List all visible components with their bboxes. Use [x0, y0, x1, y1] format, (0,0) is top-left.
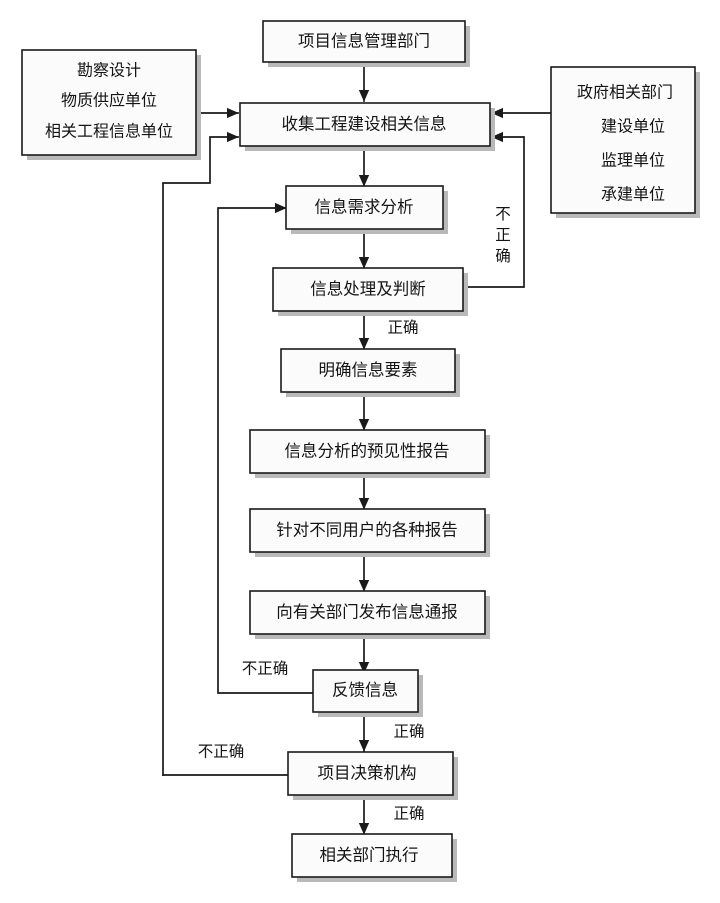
node-label-survey-design-line-3: 相关工程信息单位	[45, 123, 173, 141]
node-feedback-info[interactable]: 反馈信息	[312, 669, 423, 717]
node-label-decision-body: 项目决策机构	[318, 763, 417, 782]
node-label-predictive-report: 信息分析的预见性报告	[285, 441, 450, 460]
node-label-government-line-3: 监理单位	[601, 152, 665, 170]
node-predictive-report[interactable]: 信息分析的预见性报告	[249, 429, 490, 478]
node-label-survey-design-line-1: 勘察设计	[77, 62, 141, 80]
node-collect-info[interactable]: 收集工程建设相关信息	[239, 102, 495, 151]
edge-feedback-incorrect-to-demand	[217, 202, 314, 694]
node-label-publish-bulletin: 向有关部门发布信息通报	[276, 602, 458, 621]
node-label-demand-analysis: 信息需求分析	[315, 197, 414, 216]
node-label-collect-info: 收集工程建设相关信息	[282, 114, 447, 133]
node-clarify-elements[interactable]: 明确信息要素	[280, 348, 460, 397]
node-dept-execute[interactable]: 相关部门执行	[291, 833, 457, 882]
edges-layer	[162, 61, 552, 835]
edge-label-incorrect-char-3: 确	[495, 247, 511, 265]
node-label-government-line-4: 承建单位	[601, 186, 665, 204]
node-survey-design-group[interactable]: 勘察设计 物质供应单位 相关工程信息单位	[21, 49, 201, 160]
node-label-government-line-1: 政府相关部门	[577, 84, 673, 102]
node-publish-bulletin[interactable]: 向有关部门发布信息通报	[249, 590, 490, 639]
edge-label-correct-after-feedback: 正确	[393, 723, 424, 741]
node-label-government-line-2: 建设单位	[601, 118, 665, 136]
edge-label-correct-after-decision: 正确	[393, 805, 424, 823]
node-label-survey-design-line-2: 物质供应单位	[61, 91, 157, 110]
node-label-feedback-info: 反馈信息	[332, 680, 398, 699]
node-government-group[interactable]: 政府相关部门 建设单位 监理单位 承建单位	[550, 66, 700, 218]
node-label-user-reports: 针对不同用户的各种报告	[276, 520, 458, 539]
edge-label-incorrect-from-feedback: 不正确	[242, 660, 289, 678]
node-process-judge[interactable]: 信息处理及判断	[272, 267, 468, 316]
edge-label-incorrect-char-2: 正	[495, 227, 511, 244]
node-label-project-info-dept: 项目信息管理部门	[298, 31, 430, 50]
node-demand-analysis[interactable]: 信息需求分析	[285, 185, 448, 234]
edge-label-incorrect-char-1: 不	[495, 206, 511, 223]
node-decision-body[interactable]: 项目决策机构	[287, 751, 458, 800]
node-label-clarify-elements: 明确信息要素	[319, 360, 418, 379]
edge-label-correct-after-judge: 正确	[387, 319, 418, 337]
node-project-info-dept[interactable]: 项目信息管理部门	[262, 20, 470, 67]
edge-label-incorrect-vertical: 不 正 确	[495, 206, 511, 265]
edge-label-incorrect-from-decision: 不正确	[198, 743, 245, 761]
node-user-reports[interactable]: 针对不同用户的各种报告	[249, 508, 490, 557]
edge-judge-incorrect-to-collect	[462, 131, 525, 288]
node-label-process-judge: 信息处理及判断	[310, 279, 426, 298]
node-label-dept-execute: 相关部门执行	[320, 845, 419, 864]
edge-decision-feedback-to-collect	[162, 131, 239, 776]
